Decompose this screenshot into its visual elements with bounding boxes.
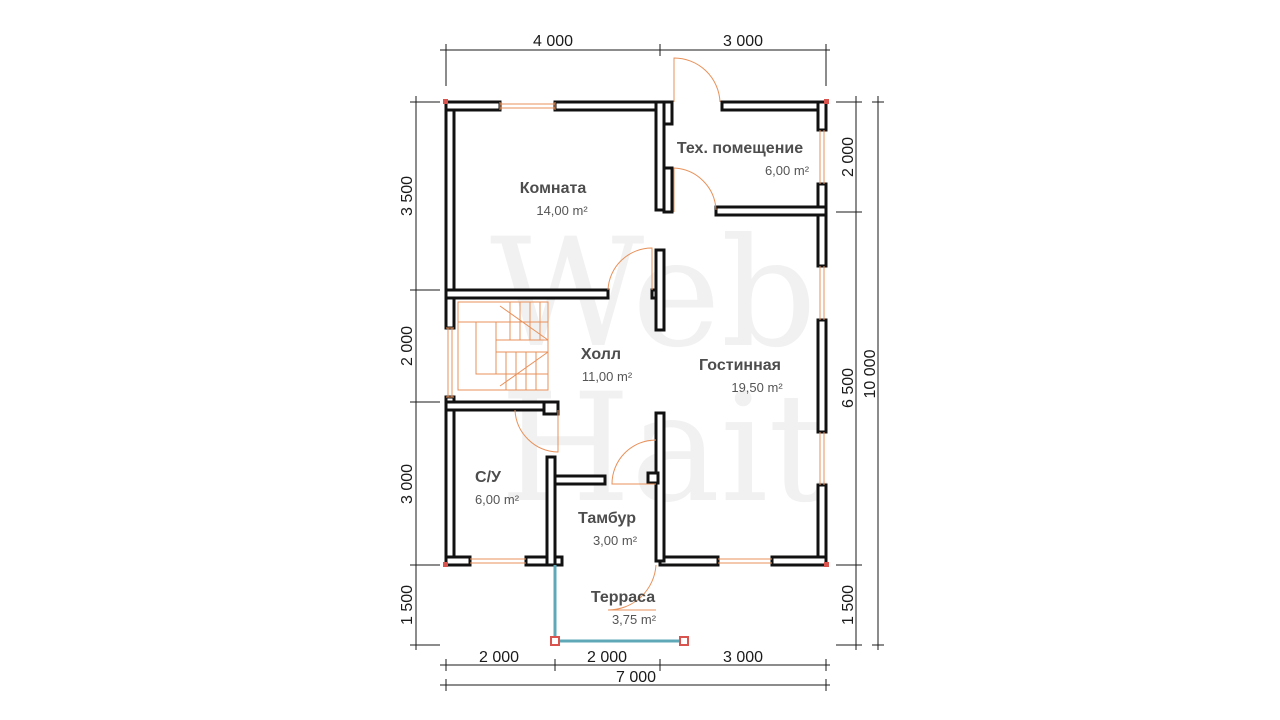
room-labels: Комната 14,00 m² Тех. помещение 6,00 m² … — [475, 140, 810, 627]
walls — [444, 100, 828, 567]
window-right-3 — [819, 432, 825, 485]
wall-top-right — [720, 100, 828, 112]
dim-right-3: 1 500 — [840, 585, 857, 625]
wall-right-3 — [816, 318, 828, 434]
room-living-area: 19,50 m² — [731, 380, 783, 395]
corner-marker — [443, 562, 448, 567]
room-terrace-area: 3,75 m² — [612, 612, 657, 627]
corner-markers — [443, 99, 829, 567]
window-right-1 — [819, 130, 825, 184]
wall-right-1 — [816, 100, 828, 132]
wall-right-4 — [816, 483, 828, 567]
door-entrance-tech — [673, 57, 721, 103]
dim-left-4: 1 500 — [399, 585, 416, 625]
corner-marker — [443, 99, 448, 104]
wall-center-upper — [654, 100, 666, 212]
room-komnata-area: 14,00 m² — [536, 203, 588, 218]
dim-left-2: 2 000 — [399, 326, 416, 366]
dim-top-2: 3 000 — [723, 33, 763, 50]
column-bottom-right — [679, 636, 689, 646]
room-terrace-name: Терраса — [591, 589, 655, 606]
dimension-lines — [410, 44, 884, 691]
column-bottom-left — [550, 636, 560, 646]
dim-right-2: 6 500 — [840, 368, 857, 408]
staircase — [457, 301, 549, 391]
wall-left-lower — [444, 395, 456, 567]
corner-marker — [824, 562, 829, 567]
wall-top-mid — [553, 100, 670, 112]
wall-tech-jog — [662, 100, 674, 126]
dim-bottom-2: 2 000 — [587, 649, 627, 666]
windows — [446, 102, 825, 564]
wall-tambour-left — [545, 455, 557, 567]
dim-right-total: 10 000 — [862, 349, 879, 398]
room-living-name: Гостинная — [699, 357, 781, 374]
wall-tech-jog-2 — [662, 166, 674, 214]
wall-room-bottom — [444, 288, 610, 300]
stair-outline — [457, 301, 549, 391]
room-wc-name: С/У — [475, 469, 502, 486]
wall-bottom-3 — [658, 555, 720, 567]
door-terrace — [607, 564, 657, 611]
window-bottom-1 — [470, 558, 526, 564]
room-tech-area: 6,00 m² — [765, 163, 810, 178]
wall-tech-bottom — [714, 205, 828, 217]
wall-tambour-top — [553, 474, 607, 486]
dimension-labels: 4 000 3 000 3 500 2 000 3 000 1 500 2 00… — [399, 33, 879, 686]
room-wc-area: 6,00 m² — [475, 492, 520, 507]
terrace-railing — [550, 565, 689, 646]
dim-bottom-total: 7 000 — [616, 669, 656, 686]
wall-center-mid — [654, 248, 666, 332]
wall-wc-top-stub — [542, 400, 560, 416]
room-hall-area: 11,00 m² — [582, 369, 633, 384]
dim-top-1: 4 000 — [533, 33, 573, 50]
wall-tambour-right-jog — [646, 471, 660, 485]
window-right-2 — [819, 266, 825, 320]
window-left — [446, 327, 454, 398]
dim-left-1: 3 500 — [399, 176, 416, 216]
wall-wc-top — [444, 400, 560, 412]
wall-bottom-4 — [770, 555, 828, 567]
wall-right-2 — [816, 182, 828, 268]
window-top — [499, 102, 556, 110]
dim-bottom-3: 3 000 — [723, 649, 763, 666]
dim-bottom-1: 2 000 — [479, 649, 519, 666]
door-room — [607, 247, 653, 291]
wall-bottom-2 — [524, 555, 564, 567]
door-tech-hall — [673, 167, 717, 212]
corner-marker — [824, 99, 829, 104]
wall-bottom-1 — [444, 555, 472, 567]
dim-left-3: 3 000 — [399, 464, 416, 504]
room-tech-name: Тех. помещение — [677, 140, 803, 157]
room-tambour-name: Тамбур — [578, 510, 636, 527]
room-tambour-area: 3,00 m² — [593, 533, 638, 548]
dim-right-1: 2 000 — [840, 137, 857, 177]
window-bottom-2 — [718, 558, 772, 564]
door-wc — [514, 409, 559, 453]
room-komnata-name: Комната — [520, 180, 587, 197]
wall-tambour-right — [654, 411, 666, 563]
wall-top-left — [444, 100, 502, 112]
room-hall-name: Холл — [581, 346, 621, 363]
doors — [514, 57, 721, 611]
door-tambour-hall — [611, 439, 657, 485]
